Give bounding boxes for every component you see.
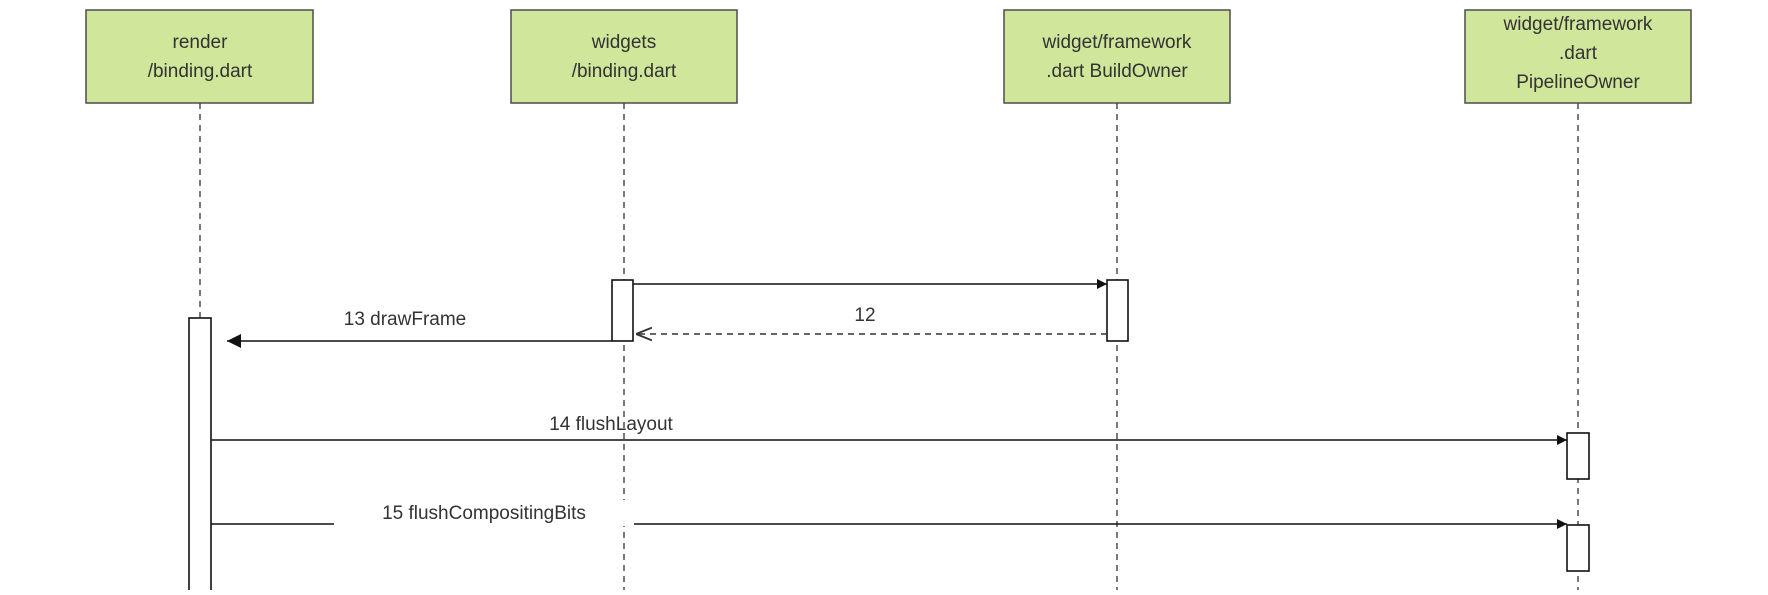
participant-buildowner-box: [1003, 9, 1231, 104]
participant-pipelineowner-line-2: .dart: [1559, 43, 1598, 64]
message-12-label: 12: [854, 305, 875, 326]
message-15-label-bg: [334, 500, 634, 526]
participant-buildowner-line-1: widget/framework: [1042, 32, 1192, 53]
activation-pipelineowner-1: [1566, 432, 1590, 480]
participant-pipelineowner-line-1: widget/framework: [1503, 14, 1653, 35]
message-14-label: 14 flushLayout: [549, 414, 673, 435]
participant-widgets-line-2: /binding.dart: [572, 61, 677, 82]
activation-render: [188, 317, 212, 594]
participant-pipelineowner: widget/framework .dart PipelineOwner: [1464, 9, 1692, 104]
participant-render-line-1: render: [173, 32, 229, 53]
message-15-label: 15 flushCompositingBits: [382, 503, 586, 524]
participant-buildowner: widget/framework .dart BuildOwner: [1003, 9, 1231, 104]
participant-widgets-box: [510, 9, 738, 104]
activation-widgets: [611, 279, 634, 342]
participant-render: render /binding.dart: [85, 9, 314, 104]
participant-render-box: [85, 9, 314, 104]
activation-buildowner: [1106, 279, 1129, 342]
activation-pipelineowner-2: [1566, 524, 1590, 572]
participant-pipelineowner-line-3: PipelineOwner: [1516, 72, 1640, 93]
participant-pipelineowner-box: [1464, 9, 1692, 104]
participant-widgets-line-1: widgets: [591, 32, 656, 53]
participant-render-line-2: /binding.dart: [148, 61, 253, 82]
message-13-label: 13 drawFrame: [344, 309, 467, 330]
participant-buildowner-line-2: .dart BuildOwner: [1046, 61, 1188, 82]
participant-widgets: widgets /binding.dart: [510, 9, 738, 104]
